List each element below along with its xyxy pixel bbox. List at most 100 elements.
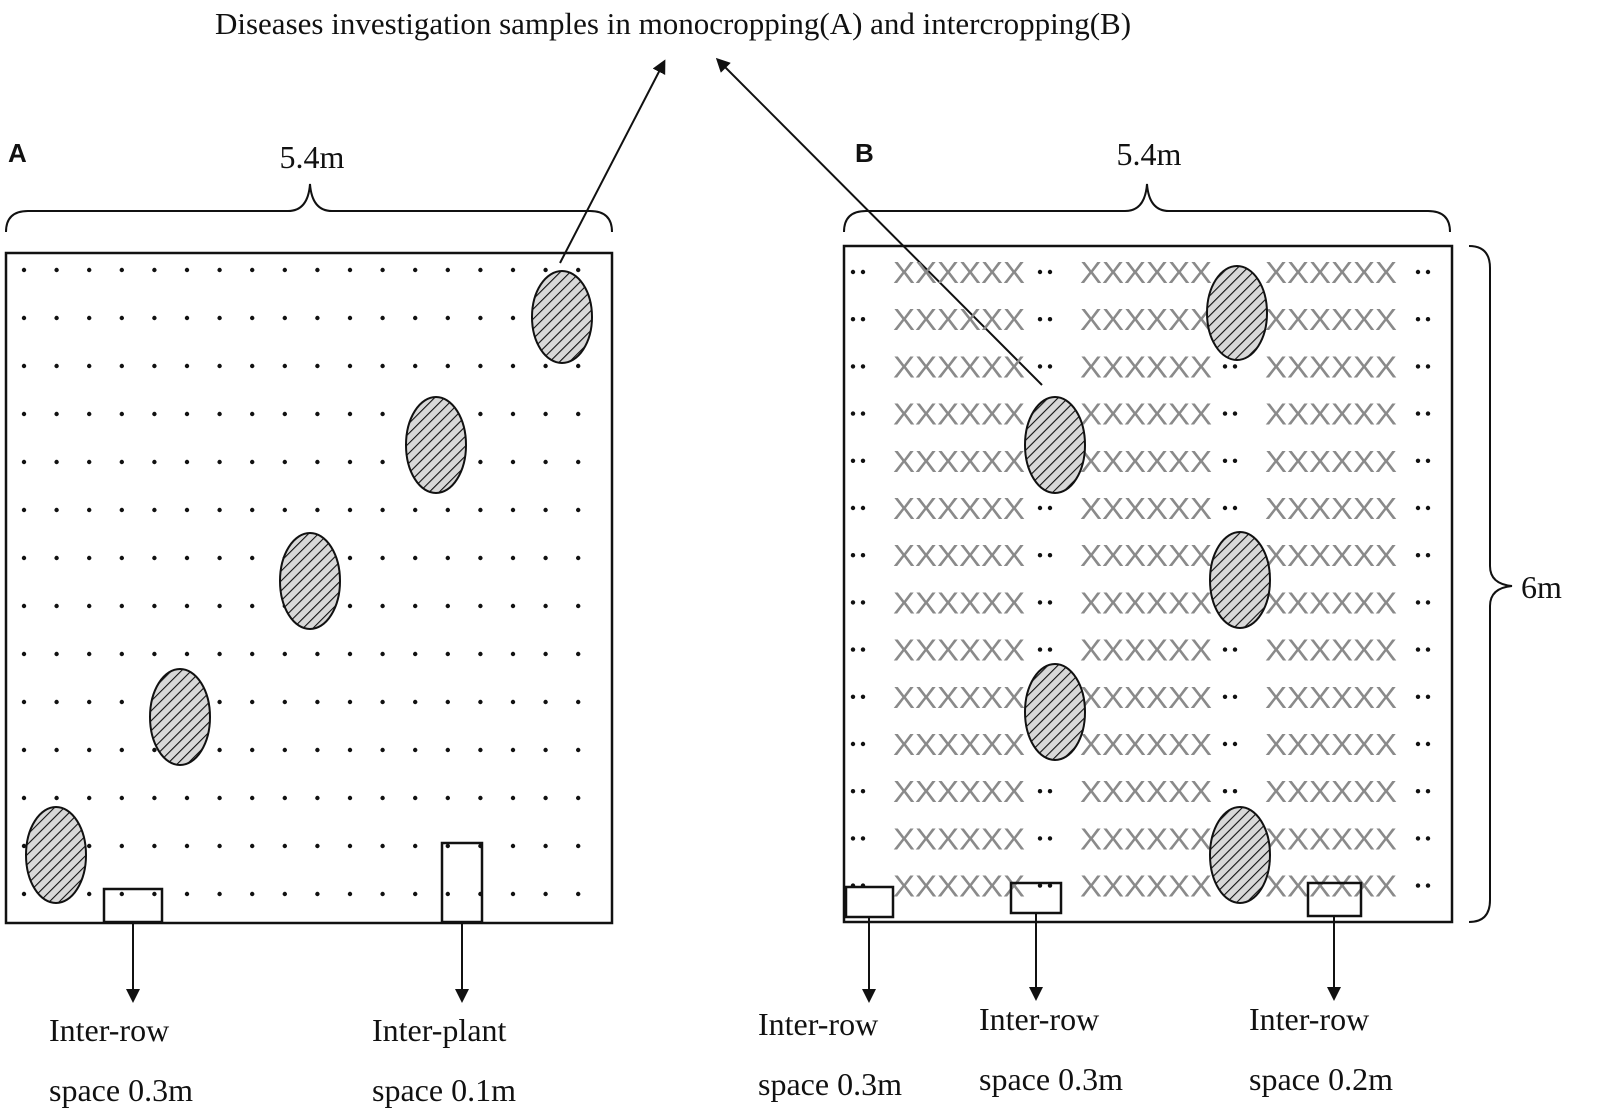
plant-dot [1037, 883, 1043, 888]
plant-dot [184, 651, 190, 657]
plant-dot [282, 747, 287, 753]
plant-dot [1222, 458, 1228, 463]
panel-b-crop-rows: XXXXXX XXXXXX XXXXXX XXXXXX XXXXXX XXXXXX XXXX… [850, 255, 1431, 904]
plant-dot [413, 315, 418, 321]
plant-dot [1047, 553, 1053, 558]
plant-dot [54, 411, 59, 417]
intercrop-x-marks: XXXXXX [893, 680, 1025, 715]
plant-dot [380, 363, 385, 369]
plant-dot [1425, 269, 1431, 275]
plant-dot [850, 647, 856, 652]
annotation-inter-row-a: Inter-row space 0.3m [49, 1012, 193, 1108]
plant-dot [1222, 647, 1228, 652]
sample-ellipse [1024, 396, 1086, 494]
intercrop-x-marks: XXXXXX [893, 538, 1025, 573]
plant-dot [413, 843, 418, 849]
plant-dot [1425, 317, 1431, 322]
plant-dot [347, 267, 353, 273]
plant-dot [380, 459, 385, 465]
plant-dot [478, 603, 483, 609]
plant-dot [1232, 741, 1238, 747]
plant-dot [1425, 505, 1431, 511]
intercrop-x-marks: XXXXXX [1080, 255, 1212, 290]
plant-dot [1047, 317, 1053, 322]
plant-dot [347, 315, 353, 321]
plant-dot [478, 267, 483, 273]
plant-dot [250, 891, 255, 897]
plant-dot [184, 507, 190, 513]
intercrop-x-marks: XXXXXX [893, 397, 1025, 432]
sample-ellipse [1209, 531, 1271, 629]
panel-b-height-label: 6m [1521, 569, 1562, 605]
plant-dot [445, 747, 450, 753]
plant-dot [315, 795, 320, 801]
plant-dot [217, 891, 222, 897]
plant-dot [1037, 269, 1043, 275]
plant-dot [119, 843, 125, 849]
plant-dot [543, 267, 548, 273]
plant-dot [21, 267, 27, 273]
plant-dot [1232, 789, 1238, 794]
plant-dot [282, 507, 287, 513]
plant-dot [217, 843, 222, 849]
intercrop-x-marks: XXXXXX [893, 821, 1025, 856]
plant-dot [119, 267, 125, 273]
sample-ellipse [1209, 806, 1271, 904]
plant-dot [380, 891, 385, 897]
plant-dot [184, 555, 190, 561]
plant-dot [1037, 364, 1043, 369]
plant-dot [543, 555, 548, 561]
plant-dot [413, 267, 418, 273]
plant-dot [119, 459, 125, 465]
plant-dot [576, 555, 581, 561]
intercrop-x-marks: XXXXXX [1265, 869, 1397, 904]
plant-dot [250, 363, 255, 369]
sample-ellipse [405, 396, 467, 494]
plant-dot [250, 507, 255, 513]
plant-dot [315, 651, 320, 657]
intercrop-x-marks: XXXXXX [1080, 821, 1212, 856]
plant-dot [87, 459, 92, 465]
plant-dot [543, 603, 548, 609]
plant-dot [282, 267, 287, 273]
plant-dot [152, 891, 157, 897]
intercrop-x-marks: XXXXXX [893, 774, 1025, 809]
plant-dot [1415, 836, 1421, 841]
plant-dot [380, 603, 385, 609]
plant-dot [87, 651, 92, 657]
plant-dot [250, 267, 255, 273]
plant-dot [860, 600, 866, 605]
plant-dot [152, 555, 157, 561]
plant-dot [380, 315, 385, 321]
plant-dot [250, 555, 255, 561]
plant-dot [510, 315, 516, 321]
sample-ellipse [1024, 663, 1086, 761]
plant-dot [184, 363, 190, 369]
plant-dot [860, 317, 866, 322]
plant-dot [543, 843, 548, 849]
plant-dot [510, 795, 516, 801]
plant-dot [21, 507, 27, 513]
plant-dot [850, 836, 856, 841]
plant-dot [282, 843, 287, 849]
plant-dot [1037, 505, 1043, 511]
plant-dot [1047, 364, 1053, 369]
plant-dot [860, 789, 866, 794]
intercrop-x-marks: XXXXXX [1265, 821, 1397, 856]
plant-dot [217, 699, 222, 705]
plant-dot [1232, 647, 1238, 652]
annotation-inter-row-b2: Inter-row space 0.3m [979, 1001, 1123, 1097]
plant-dot [860, 553, 866, 558]
plant-dot [445, 651, 450, 657]
plant-dot [21, 459, 27, 465]
plant-dot [1425, 836, 1431, 841]
plant-dot [347, 747, 353, 753]
plant-dot [54, 507, 59, 513]
plant-dot [850, 411, 856, 416]
plant-dot [478, 555, 483, 561]
intercrop-x-marks: XXXXXX [1265, 349, 1397, 384]
plant-dot [54, 747, 59, 753]
plant-dot [576, 843, 581, 849]
plant-dot [1037, 836, 1043, 841]
plant-dot [347, 507, 353, 513]
